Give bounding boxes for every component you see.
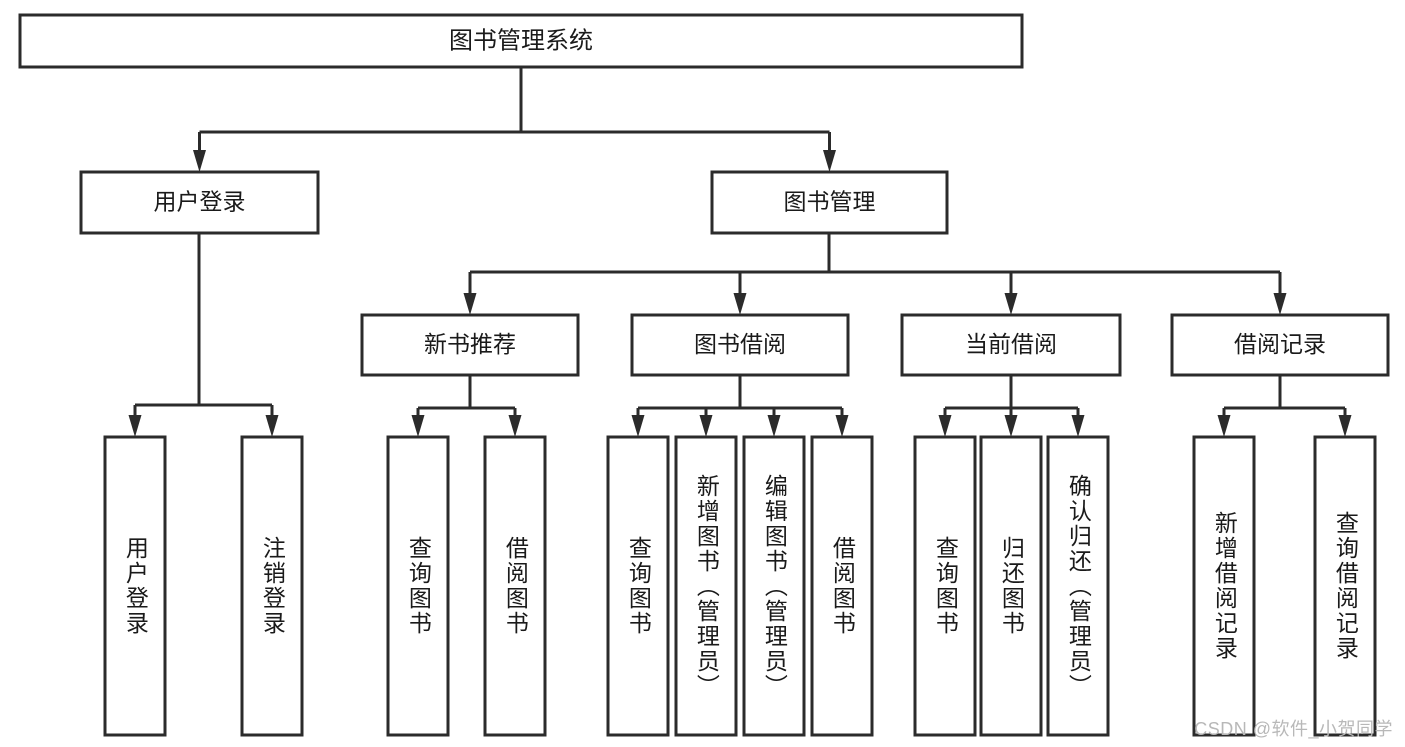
arrow-head-icon [265,415,279,437]
node-label-borrow-records: 借阅记录 [1234,331,1326,357]
connector-recommend-to-leaves [411,375,522,437]
node-label-current-borrow: 当前借阅 [965,331,1057,357]
node-box-user-login-do[interactable] [103,435,167,737]
arrow-head-icon [411,415,425,437]
node-box-borrow-edit-book[interactable] [742,435,806,737]
arrow-head-icon [631,415,645,437]
node-box-borrow-add-book[interactable] [674,435,738,737]
arrow-head-icon [1273,293,1287,315]
node-label-new-book-recommend: 新书推荐 [424,331,516,357]
arrow-head-icon [733,293,747,315]
node-label-root: 图书管理系统 [449,27,593,54]
connectors-layer [128,67,1352,437]
arrow-head-icon [767,415,781,437]
connector-userlogin-to-leaves [128,233,279,437]
node-box-book-management[interactable] [710,170,949,235]
arrow-head-icon [938,415,952,437]
node-label-book-management: 图书管理 [784,189,876,215]
arrow-head-icon [128,415,142,437]
node-box-current-query-book[interactable] [913,435,977,737]
node-box-new-book-recommend[interactable] [360,313,580,377]
node-box-root[interactable] [18,13,1024,69]
connector-bookborrow-to-leaves [631,375,849,437]
connector-currentborrow-to-leaves [938,375,1085,437]
node-box-borrow-query-book[interactable] [606,435,670,737]
node-box-borrow-borrow-book[interactable] [810,435,874,737]
node-label-user-login: 用户登录 [154,189,246,215]
node-box-recommend-query-book[interactable] [386,435,450,737]
node-box-record-query[interactable] [1313,435,1377,737]
arrow-head-icon [699,415,713,437]
arrow-head-icon [463,293,477,315]
node-box-user-logout[interactable] [240,435,304,737]
node-box-borrow-records[interactable] [1170,313,1390,377]
node-box-user-login[interactable] [79,170,320,235]
connector-records-to-leaves [1217,375,1352,437]
node-label-book-borrow: 图书借阅 [694,331,786,357]
connector-root-to-level2 [193,67,836,172]
arrow-head-icon [1071,415,1085,437]
arrow-head-icon [1338,415,1352,437]
arrow-head-icon [823,150,836,172]
node-box-current-confirm-return[interactable] [1046,435,1110,737]
arrow-head-icon [508,415,522,437]
node-box-current-borrow[interactable] [900,313,1122,377]
node-box-record-add[interactable] [1192,435,1256,737]
arrow-head-icon [193,150,206,172]
arrow-head-icon [1004,293,1018,315]
arrow-head-icon [835,415,849,437]
arrow-head-icon [1004,415,1018,437]
arrow-head-icon [1217,415,1231,437]
node-box-recommend-borrow-book[interactable] [483,435,547,737]
node-box-current-return-book[interactable] [979,435,1043,737]
node-box-book-borrow[interactable] [630,313,850,377]
connector-bookmgmt-to-level3 [463,233,1287,315]
watermark-credit: CSDN @软件_小贺同学 [1194,719,1393,739]
